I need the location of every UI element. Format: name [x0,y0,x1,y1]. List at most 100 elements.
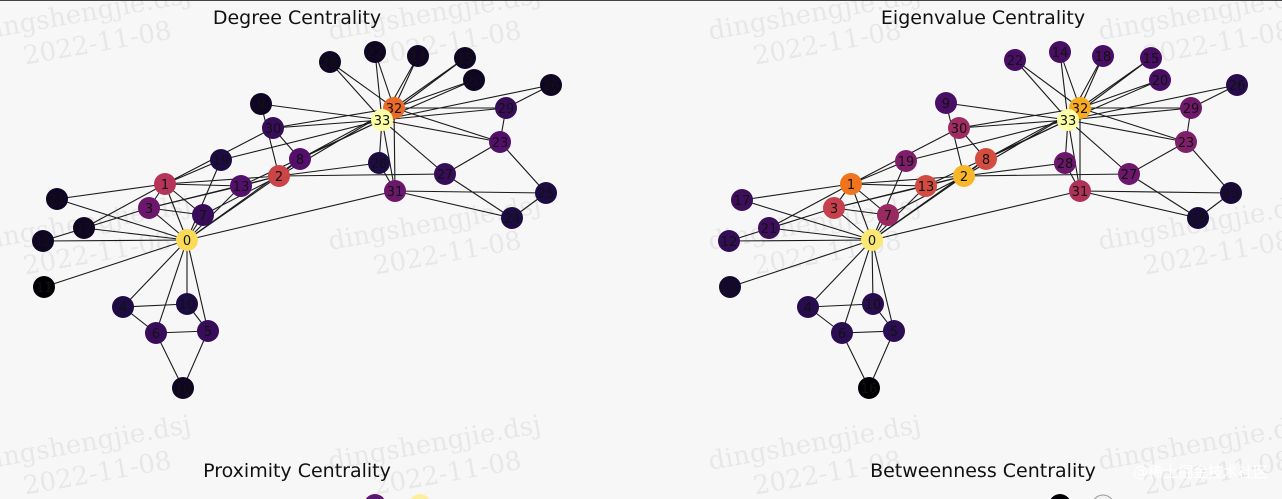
eigen-node-33: 33 [1057,109,1079,131]
degree-node-circle-5 [197,320,219,342]
eigen-node-label-28: 28 [1057,157,1074,172]
degree-edge-0-11 [43,239,188,288]
degree-node-21: 21 [46,188,68,210]
eigen-node-label-5: 5 [890,325,898,340]
eigen-node-28: 28 [1054,152,1076,174]
degree-node-circle-19 [210,149,232,171]
eigen-edge-0-11 [729,239,873,288]
degree-node-label-25: 25 [538,187,555,202]
eigen-node-circle-9 [935,92,957,114]
eigen-edge-0-31 [871,190,1081,241]
degree-node-label-7: 7 [199,209,207,224]
eigen-node-circle-26 [1226,74,1248,96]
eigen-edge-27-33 [1067,119,1130,175]
eigen-edge-24-27 [1128,173,1199,219]
eigen-node-label-17: 17 [734,194,751,209]
eigen-node-2: 2 [953,165,975,187]
eigen-edge-19-33 [905,119,1069,162]
eigen-node-circle-4 [797,296,819,318]
degree-node-2: 2 [268,165,290,187]
degree-edge-13-33 [240,119,383,187]
degree-node-circle-22 [364,41,386,63]
eigen-node-label-14: 14 [1052,46,1069,61]
eigen-node-circle-20 [1149,69,1171,91]
eigen-node-label-25: 25 [1223,187,1240,202]
degree-node-label-26: 26 [543,79,560,94]
degree-edge-30-32 [272,107,395,129]
eigen-edge-2-27 [963,173,1130,177]
eigen-node-circle-16 [858,377,880,399]
degree-node-17: 17 [73,217,95,239]
degree-node-26: 26 [540,74,562,96]
degree-node-label-5: 5 [204,325,212,340]
eigen-node-circle-3 [823,197,845,219]
degree-edge-3-12 [42,207,150,242]
degree-node-label-30: 30 [265,122,282,137]
degree-edge-25-31 [394,190,547,194]
eigen-edge-1-17 [741,183,852,201]
degree-node-circle-30 [262,117,284,139]
eigen-node-label-16: 16 [861,382,878,397]
lower-panels-peek [365,494,1113,499]
degree-node-25: 25 [535,182,557,204]
degree-node-circle-31 [384,180,406,202]
eigen-edge-22-33 [1014,59,1069,121]
degree-node-circle-10 [176,293,198,315]
eigen-node-15: 15 [1140,47,1162,69]
degree-node-30: 30 [262,117,284,139]
degree-node-label-24: 24 [504,212,521,227]
lower-panel-node-3 [1093,494,1113,499]
eigen-node-circle-27 [1118,163,1140,185]
degree-node-circle-12 [32,230,54,252]
eigen-node-circle-21 [758,217,780,239]
degree-node-label-9: 9 [257,98,265,113]
degree-node-circle-21 [46,188,68,210]
degree-edge-23-33 [381,119,501,143]
degree-node-28: 28 [368,152,390,174]
degree-node-circle-3 [138,197,160,219]
eigen-node-label-29: 29 [1183,102,1200,117]
degree-edge-24-27 [444,173,513,219]
eigen-edge-31-33 [1067,119,1081,192]
eigen-node-label-19: 19 [898,155,915,170]
degree-node-circle-24 [501,207,523,229]
degree-node-circle-14 [407,45,429,67]
eigen-node-5: 5 [883,320,905,342]
degree-node-circle-2 [268,165,290,187]
eigen-edge-0-13 [871,185,927,241]
lower-panel-node-2 [1050,494,1070,499]
eigen-node-label-21: 21 [761,222,778,237]
eigen-node-circle-17 [731,189,753,211]
degree-node-33: 33 [371,109,393,131]
eigen-node-20: 20 [1149,69,1171,91]
degree-node-label-18: 18 [322,56,339,71]
eigen-node-30: 30 [948,117,970,139]
degree-node-label-4: 4 [119,301,127,316]
eigen-node-label-18: 18 [1095,50,1112,65]
degree-node-4: 4 [112,296,134,318]
eigen-node-12: 12 [718,230,740,252]
eigen-edge-25-31 [1079,190,1232,194]
degree-edge-0-17 [83,227,188,241]
degree-node-circle-26 [540,74,562,96]
eigen-node-circle-12 [718,230,740,252]
eigen-node-circle-25 [1220,182,1242,204]
degree-edge-2-28 [278,162,380,177]
degree-node-circle-0 [176,229,198,251]
eigen-node-label-33: 33 [1060,114,1077,129]
eigen-node-10: 10 [862,293,884,315]
degree-node-circle-9 [250,93,272,115]
eigen-node-circle-15 [1140,47,1162,69]
degree-node-circle-17 [73,217,95,239]
eigen-node-label-1: 1 [847,178,855,193]
degree-edge-30-33 [272,119,383,129]
eigen-edge-0-19 [871,160,907,241]
degree-node-13: 13 [230,175,252,197]
eigen-node-circle-2 [953,165,975,187]
degree-node-label-23: 23 [492,136,509,151]
eigen-edge-0-17 [741,199,873,241]
degree-edge-9-33 [260,103,383,121]
degree-node-label-28: 28 [371,157,388,172]
eigen-node-circle-23 [1175,131,1197,153]
eigen-node-label-11: 11 [722,281,739,296]
